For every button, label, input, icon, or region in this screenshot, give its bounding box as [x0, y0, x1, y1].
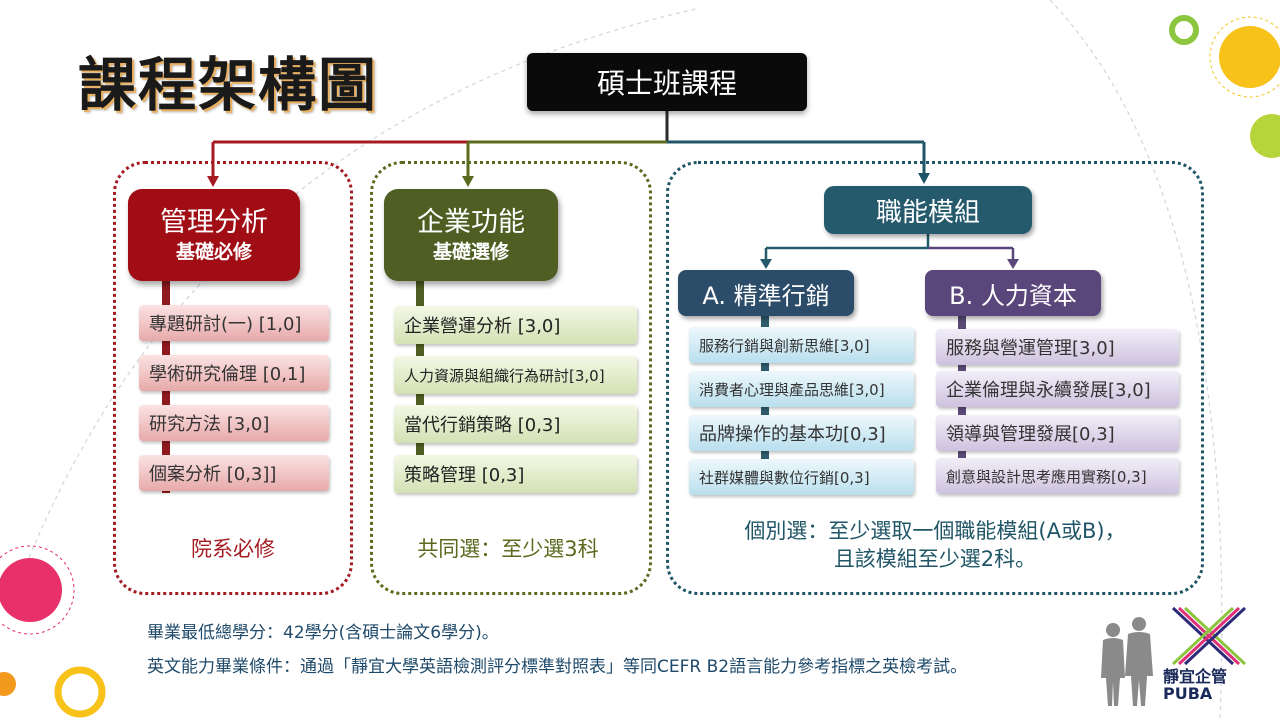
footer-english-requirement: 英文能力畢業條件：通過「靜宜大學英語檢測評分標準對照表」等同CEFR B2語言能…	[147, 652, 967, 677]
module-b-course: 創意與設計思考應用實務[0,3]	[936, 458, 1179, 494]
functional-header: 職能模組	[824, 186, 1032, 234]
decor-circle-lime	[1250, 114, 1280, 158]
decor-circle-pink	[0, 558, 62, 622]
logo-line1: 靜宜企管	[1163, 668, 1227, 685]
module-b-course: 領導與管理發展[0,3]	[936, 415, 1179, 451]
required-course: 專題研討(一) [1,0]	[139, 305, 329, 341]
module-a-header: A. 精準行銷	[678, 270, 854, 316]
elective-title: 企業功能	[417, 206, 525, 240]
required-course: 學術研究倫理 [0,1]	[139, 355, 329, 391]
functional-note-line2: 且該模組至少選2科。	[690, 545, 1180, 573]
elective-course: 企業營運分析 [3,0]	[394, 306, 637, 344]
module-a-course: 服務行銷與創新思維[3,0]	[689, 327, 914, 363]
required-note: 院系必修	[113, 533, 353, 563]
module-b-course: 企業倫理與永續發展[3,0]	[936, 371, 1179, 407]
people-silhouette-icon	[1101, 617, 1153, 706]
required-header: 管理分析 基礎必修	[128, 189, 300, 281]
elective-course: 人力資源與組織行為研討[3,0]	[394, 356, 637, 394]
root-node: 碩士班課程	[527, 53, 807, 111]
module-a-course: 消費者心理與產品思維[3,0]	[689, 371, 914, 407]
module-b-course: 服務與營運管理[3,0]	[936, 329, 1179, 365]
elective-subtitle: 基礎選修	[433, 240, 509, 264]
required-course: 研究方法 [3,0]	[139, 405, 329, 441]
elective-note: 共同選：至少選3科	[370, 533, 646, 563]
functional-note-line1: 個別選：至少選取一個職能模組(A或B)，	[690, 517, 1180, 545]
required-subtitle: 基礎必修	[176, 240, 252, 264]
functional-note: 個別選：至少選取一個職能模組(A或B)， 且該模組至少選2科。	[690, 517, 1180, 573]
required-title: 管理分析	[160, 206, 268, 240]
required-course: 個案分析 [0,3]]	[139, 455, 329, 491]
decor-circle-green	[1172, 18, 1196, 42]
footer-credits: 畢業最低總學分：42學分(含碩士論文6學分)。	[147, 618, 499, 643]
module-a-course: 社群媒體與數位行銷[0,3]	[689, 459, 914, 495]
page-title: 課程架構圖	[78, 38, 378, 122]
elective-course: 當代行銷策略 [0,3]	[394, 405, 637, 443]
elective-header: 企業功能 基礎選修	[384, 189, 558, 281]
module-a-course: 品牌操作的基本功[0,3]	[689, 415, 914, 451]
logo-line2: PUBA	[1163, 685, 1227, 702]
module-b-header: B. 人力資本	[925, 270, 1101, 316]
decor-circle-yellow-ring	[58, 670, 102, 714]
logo-text: 靜宜企管 PUBA	[1163, 668, 1227, 702]
decor-circle-yellow	[1219, 26, 1280, 88]
puba-x-logo-icon	[1173, 608, 1245, 664]
elective-course: 策略管理 [0,3]	[394, 455, 637, 493]
